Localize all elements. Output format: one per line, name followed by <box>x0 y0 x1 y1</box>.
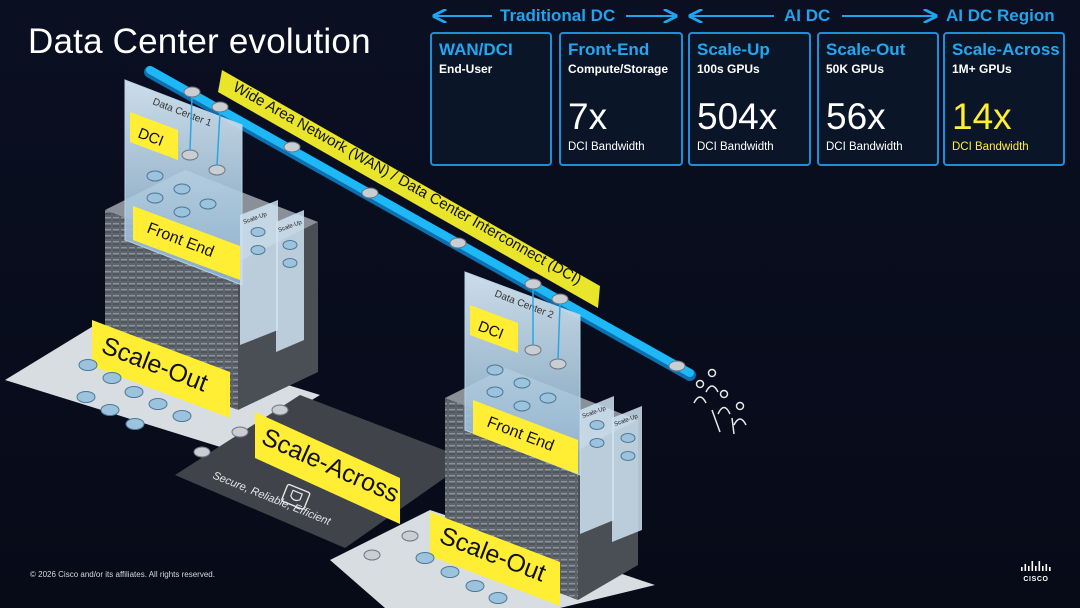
cisco-logo-text: CISCO <box>1023 576 1048 583</box>
copyright-footer: © 2026 Cisco and/or its affiliates. All … <box>30 570 215 579</box>
users-icon <box>694 370 746 435</box>
cisco-logo: CISCO <box>1016 561 1056 583</box>
cisco-logo-icon: CISCO <box>1016 561 1056 583</box>
